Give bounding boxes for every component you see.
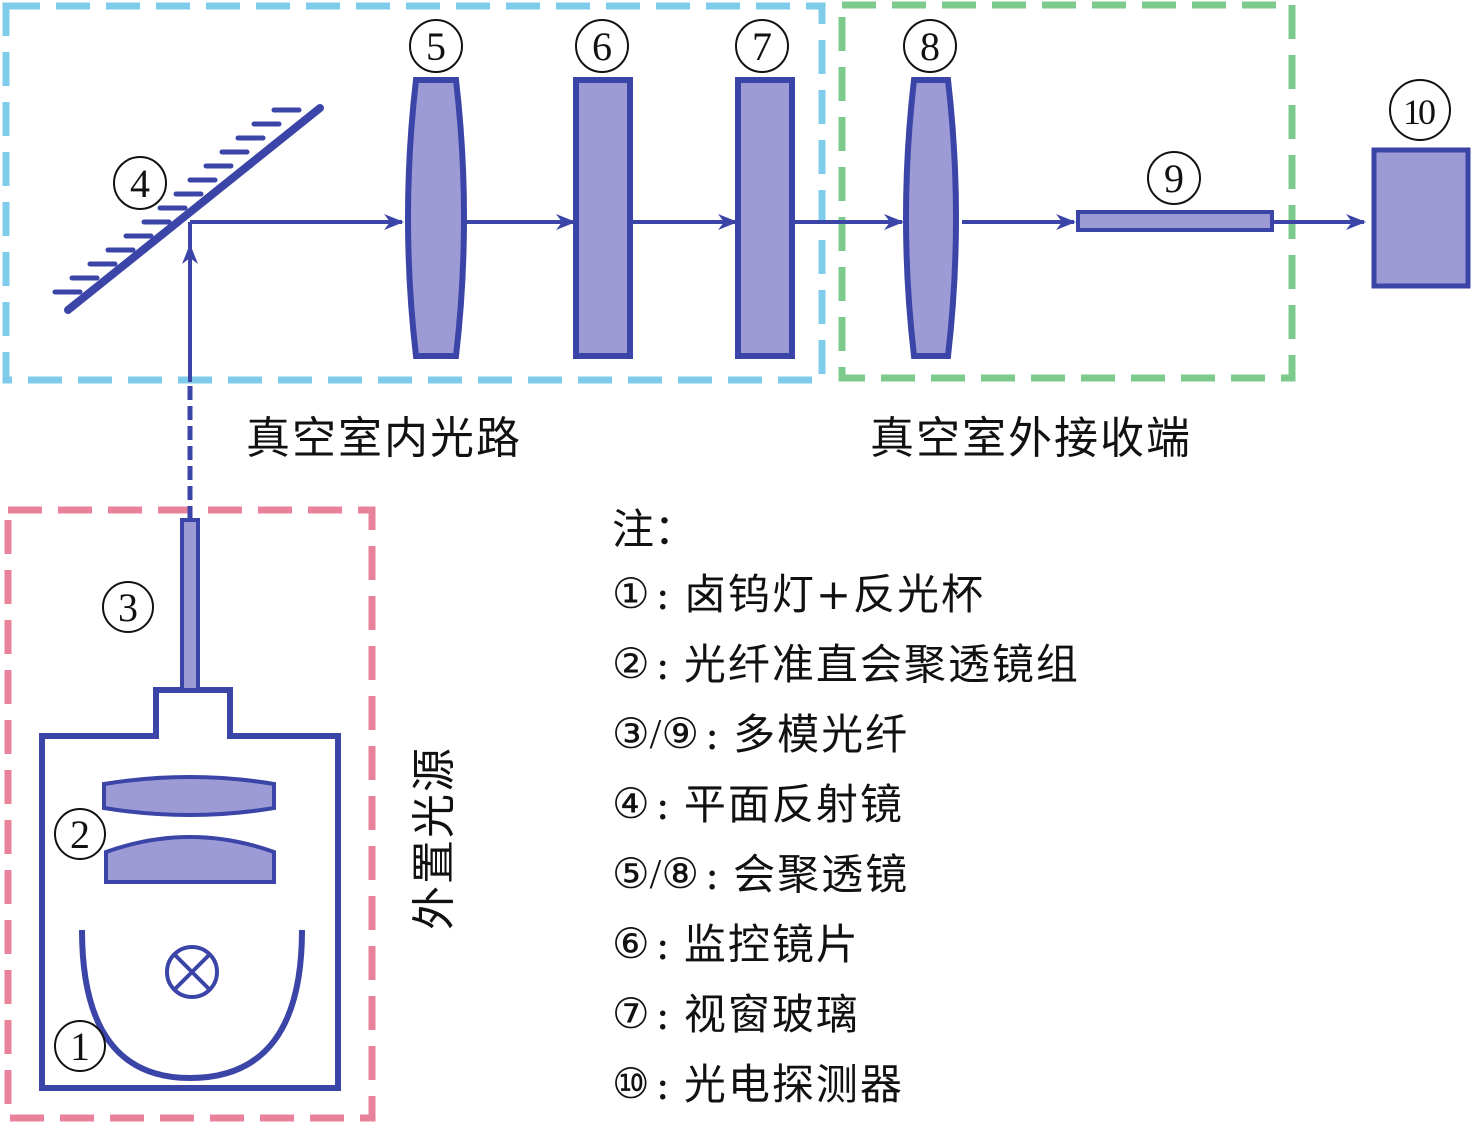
marker-6: 6: [575, 19, 629, 73]
legend-key: ③/⑨: [612, 712, 699, 758]
legend-key: ⑤/⑧: [612, 852, 699, 898]
svg-text:5: 5: [426, 24, 446, 69]
legend-desc: 光纤准直会聚透镜组: [683, 640, 1080, 689]
legend-title: 注：: [612, 505, 697, 554]
photodetector-10-icon: [1371, 147, 1471, 289]
legend-colon: :: [655, 780, 670, 829]
legend-item: ④: 平面反射镜: [612, 770, 1080, 840]
vacuum-inner-label: 真空室内光路: [246, 413, 522, 464]
legend-item: ⑤/⑧: 会聚透镜: [612, 840, 1080, 910]
svg-text:3: 3: [118, 585, 138, 630]
legend-desc: 多模光纤: [733, 710, 910, 759]
legend-colon: :: [655, 640, 670, 689]
fiber-9-icon: [1076, 210, 1274, 232]
legend-item: ②: 光纤准直会聚透镜组: [612, 630, 1080, 700]
marker-9: 9: [1147, 151, 1201, 205]
window-glass-7-icon: [735, 77, 795, 359]
external-source-label: 外置光源: [409, 746, 460, 930]
legend-desc: 监控镜片: [683, 920, 860, 969]
legend: 注： ①: 卤钨灯+反光杯 ②: 光纤准直会聚透镜组 ③/⑨: 多模光纤 ④: 平面反射…: [612, 500, 1080, 1120]
marker-5: 5: [409, 19, 463, 73]
marker-3: 3: [102, 581, 154, 633]
legend-colon: :: [655, 1060, 670, 1109]
legend-desc: 会聚透镜: [733, 850, 910, 899]
legend-key: ⑦: [612, 992, 650, 1038]
legend-key: ①: [612, 572, 650, 618]
monitor-plate-6-icon: [573, 77, 633, 359]
marker-8: 8: [903, 19, 957, 73]
legend-key: ⑥: [612, 922, 650, 968]
legend-item: ①: 卤钨灯+反光杯: [612, 560, 1080, 630]
legend-desc: 平面反射镜: [683, 780, 904, 829]
svg-text:4: 4: [130, 161, 150, 206]
marker-4: 4: [113, 156, 167, 210]
legend-colon: :: [655, 920, 670, 969]
convex-lens-8-icon: [903, 77, 959, 359]
legend-colon: :: [655, 570, 670, 619]
legend-item: ⑩: 光电探测器: [612, 1050, 1080, 1120]
legend-colon: :: [704, 710, 720, 759]
marker-7: 7: [735, 19, 789, 73]
marker-1: 1: [54, 1020, 106, 1072]
legend-item: ③/⑨: 多模光纤: [612, 700, 1080, 770]
svg-text:1: 1: [70, 1024, 90, 1069]
fiber-3-icon: [180, 518, 200, 692]
legend-key: ⑩: [612, 1062, 650, 1108]
svg-text:7: 7: [752, 24, 772, 69]
legend-desc: 卤钨灯+反光杯: [683, 570, 986, 619]
lens-group-lower-icon: [104, 835, 276, 884]
light-source-housing-icon: [39, 687, 341, 1091]
vacuum-outer-region-box: [838, 1, 1296, 382]
legend-key: ④: [612, 782, 650, 828]
legend-item: ⑥: 监控镜片: [612, 910, 1080, 980]
marker-2: 2: [54, 808, 106, 860]
legend-item: ⑦: 视窗玻璃: [612, 980, 1080, 1050]
legend-desc: 光电探测器: [683, 1060, 904, 1109]
svg-text:2: 2: [70, 812, 90, 857]
reflector-cup-icon: [79, 929, 305, 1082]
vacuum-inner-region-box: [2, 2, 826, 384]
legend-desc: 视窗玻璃: [683, 990, 860, 1039]
marker-10: 10: [1389, 79, 1451, 141]
lens-group-upper-icon: [102, 775, 276, 817]
svg-text:10: 10: [1403, 92, 1435, 132]
legend-colon: :: [655, 990, 670, 1039]
svg-text:9: 9: [1164, 156, 1184, 201]
halogen-lamp-icon: [165, 945, 219, 999]
legend-key: ②: [612, 642, 650, 688]
legend-colon: :: [704, 850, 720, 899]
svg-text:8: 8: [920, 24, 940, 69]
svg-text:6: 6: [592, 24, 612, 69]
convex-lens-5-icon: [405, 77, 467, 359]
flat-mirror-icon: [52, 104, 324, 314]
vacuum-outer-label: 真空室外接收端: [870, 413, 1192, 464]
